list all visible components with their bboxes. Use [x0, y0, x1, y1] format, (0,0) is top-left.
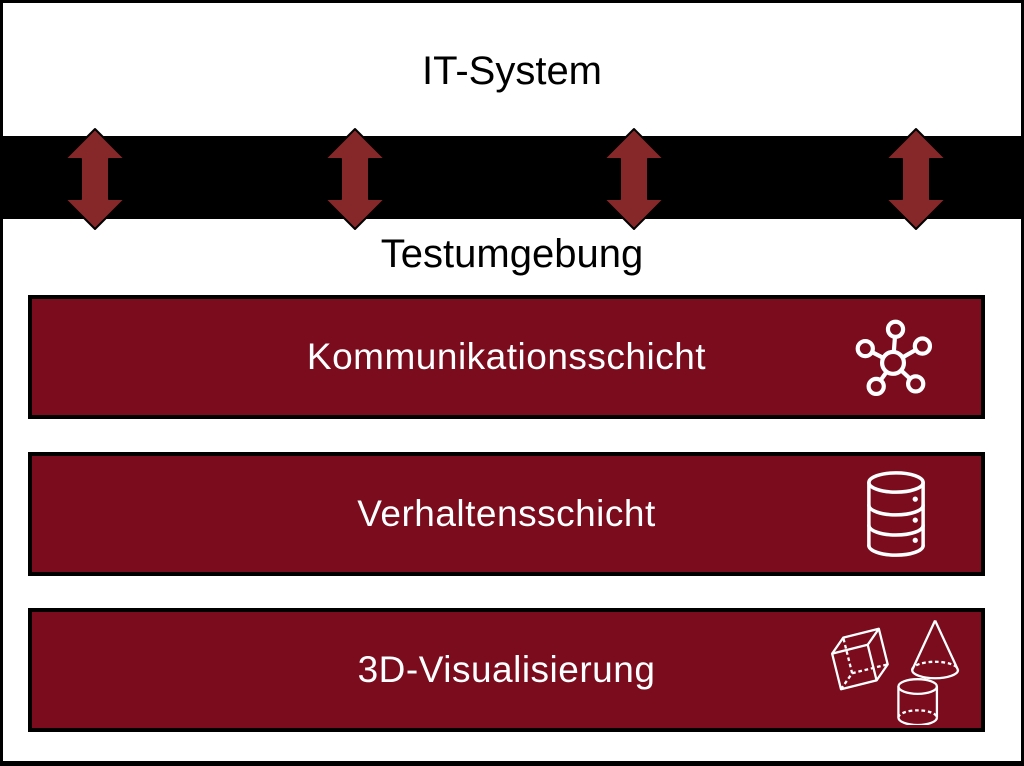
- cube-shape: [830, 627, 889, 691]
- double-arrow-icon: [324, 128, 386, 230]
- 3d-shapes-icon: [830, 620, 960, 725]
- database-icon: [867, 471, 925, 557]
- network-hub-icon: [855, 319, 933, 397]
- cone-shape: [911, 620, 960, 680]
- layer-3d-visualisierung: 3D-Visualisierung: [28, 608, 985, 732]
- double-arrow-icon: [603, 128, 665, 230]
- layer-label: Verhaltensschicht: [357, 493, 656, 534]
- layer-verhaltensschicht: Verhaltensschicht: [28, 452, 985, 576]
- interface-band: [0, 136, 1024, 219]
- layer-label: Kommunikationsschicht: [306, 336, 707, 377]
- double-arrow-icon: [64, 128, 126, 230]
- testumgebung-label: Testumgebung: [380, 232, 644, 276]
- layer-label: 3D-Visualisierung: [357, 649, 656, 690]
- it-system-label: IT-System: [421, 49, 603, 93]
- cylinder-shape: [897, 678, 939, 725]
- layer-kommunikationsschicht: Kommunikationsschicht: [28, 295, 985, 419]
- double-arrow-icon: [885, 128, 947, 230]
